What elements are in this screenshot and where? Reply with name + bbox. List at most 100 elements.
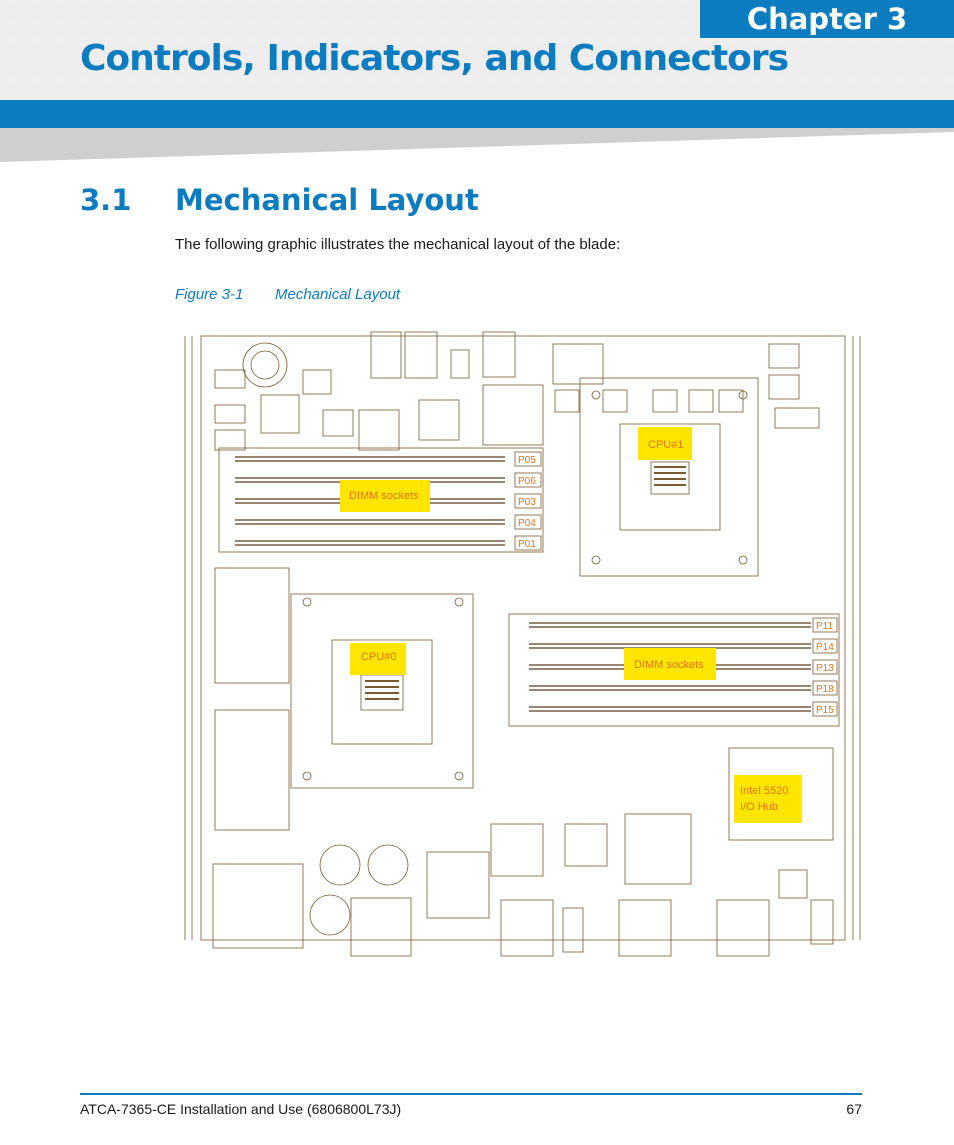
- pattern-dot: [52, 6, 67, 19]
- pattern-dot: [4, 63, 19, 76]
- pattern-dot: [868, 63, 883, 76]
- pattern-dot: [724, 44, 739, 57]
- pattern-dot: [868, 44, 883, 57]
- dimm-top-highlight: [340, 480, 430, 512]
- pattern-dot: [676, 82, 691, 95]
- pattern-dot: [4, 44, 19, 57]
- figure-number: Figure 3-1: [175, 286, 244, 303]
- pattern-dot: [700, 82, 715, 95]
- pattern-dot: [796, 82, 811, 95]
- pattern-dot: [580, 44, 595, 57]
- pattern-dot: [628, 6, 643, 19]
- pattern-dot: [748, 82, 763, 95]
- pattern-dot: [196, 82, 211, 95]
- pattern-dot: [916, 44, 931, 57]
- pattern-dot: [532, 44, 547, 57]
- pattern-dot: [244, 44, 259, 57]
- pattern-dot: [508, 25, 523, 38]
- pattern-dot: [364, 44, 379, 57]
- pattern-dot: [460, 82, 475, 95]
- pattern-dot: [580, 63, 595, 76]
- pattern-dot: [388, 82, 403, 95]
- pattern-dot: [676, 44, 691, 57]
- section-title: Mechanical Layout: [175, 183, 479, 217]
- cpu1-label: CPU#1: [648, 439, 683, 451]
- pattern-dot: [388, 25, 403, 38]
- pattern-dot: [460, 25, 475, 38]
- pattern-dot: [220, 25, 235, 38]
- pattern-dot: [220, 63, 235, 76]
- pattern-dot: [460, 44, 475, 57]
- pattern-dot: [436, 63, 451, 76]
- pattern-dot: [724, 82, 739, 95]
- pattern-dot: [76, 82, 91, 95]
- pattern-dot: [220, 44, 235, 57]
- slot-label-left: P01: [518, 539, 536, 550]
- pattern-dot: [412, 25, 427, 38]
- pattern-dot: [844, 63, 859, 76]
- pattern-dot: [436, 82, 451, 95]
- pattern-dot: [700, 63, 715, 76]
- pattern-dot: [172, 25, 187, 38]
- pattern-dot: [412, 44, 427, 57]
- pattern-dot: [52, 25, 67, 38]
- pattern-dot: [484, 44, 499, 57]
- pattern-dot: [100, 44, 115, 57]
- pattern-dot: [652, 6, 667, 19]
- pattern-dot: [292, 6, 307, 19]
- pattern-dot: [796, 44, 811, 57]
- pattern-dot: [100, 82, 115, 95]
- pattern-dot: [4, 6, 19, 19]
- pattern-dot: [196, 6, 211, 19]
- pattern-dot: [220, 82, 235, 95]
- pattern-dot: [364, 25, 379, 38]
- pattern-dot: [532, 6, 547, 19]
- pattern-dot: [484, 63, 499, 76]
- pattern-dot: [556, 25, 571, 38]
- pattern-dot: [316, 82, 331, 95]
- pattern-dot: [268, 25, 283, 38]
- pattern-dot: [292, 25, 307, 38]
- slot-label-left: P03: [518, 497, 536, 508]
- pattern-dot: [268, 82, 283, 95]
- pattern-dot: [316, 63, 331, 76]
- pattern-dot: [100, 63, 115, 76]
- pattern-dot: [220, 6, 235, 19]
- pattern-dot: [556, 82, 571, 95]
- cpu0-highlight: [350, 643, 406, 675]
- pattern-dot: [508, 44, 523, 57]
- slot-label-right: P14: [816, 642, 834, 653]
- pattern-dot: [292, 44, 307, 57]
- pattern-dot: [508, 63, 523, 76]
- pattern-dot: [676, 63, 691, 76]
- slot-label-left: P04: [518, 518, 536, 529]
- pattern-dot: [388, 63, 403, 76]
- pattern-dot: [316, 25, 331, 38]
- slot-label-right: P18: [816, 684, 834, 695]
- pattern-dot: [340, 6, 355, 19]
- pattern-dot: [268, 44, 283, 57]
- pattern-dot: [316, 6, 331, 19]
- pattern-dot: [124, 6, 139, 19]
- pattern-dot: [508, 82, 523, 95]
- pattern-dot: [580, 6, 595, 19]
- slot-label-left: P05: [518, 455, 536, 466]
- pattern-dot: [940, 44, 954, 57]
- pattern-dot: [412, 63, 427, 76]
- pattern-dot: [604, 82, 619, 95]
- pattern-dot: [196, 63, 211, 76]
- pattern-dot: [124, 44, 139, 57]
- pattern-dot: [196, 25, 211, 38]
- pattern-dot: [76, 6, 91, 19]
- intro-paragraph: The following graphic illustrates the me…: [175, 236, 621, 253]
- pattern-dot: [52, 63, 67, 76]
- pattern-dot: [484, 82, 499, 95]
- pattern-dot: [820, 82, 835, 95]
- pattern-dot: [628, 25, 643, 38]
- pattern-dot: [556, 63, 571, 76]
- pattern-dot: [892, 82, 907, 95]
- pattern-dot: [292, 63, 307, 76]
- pattern-dot: [196, 44, 211, 57]
- pattern-dot: [388, 6, 403, 19]
- pattern-dot: [868, 82, 883, 95]
